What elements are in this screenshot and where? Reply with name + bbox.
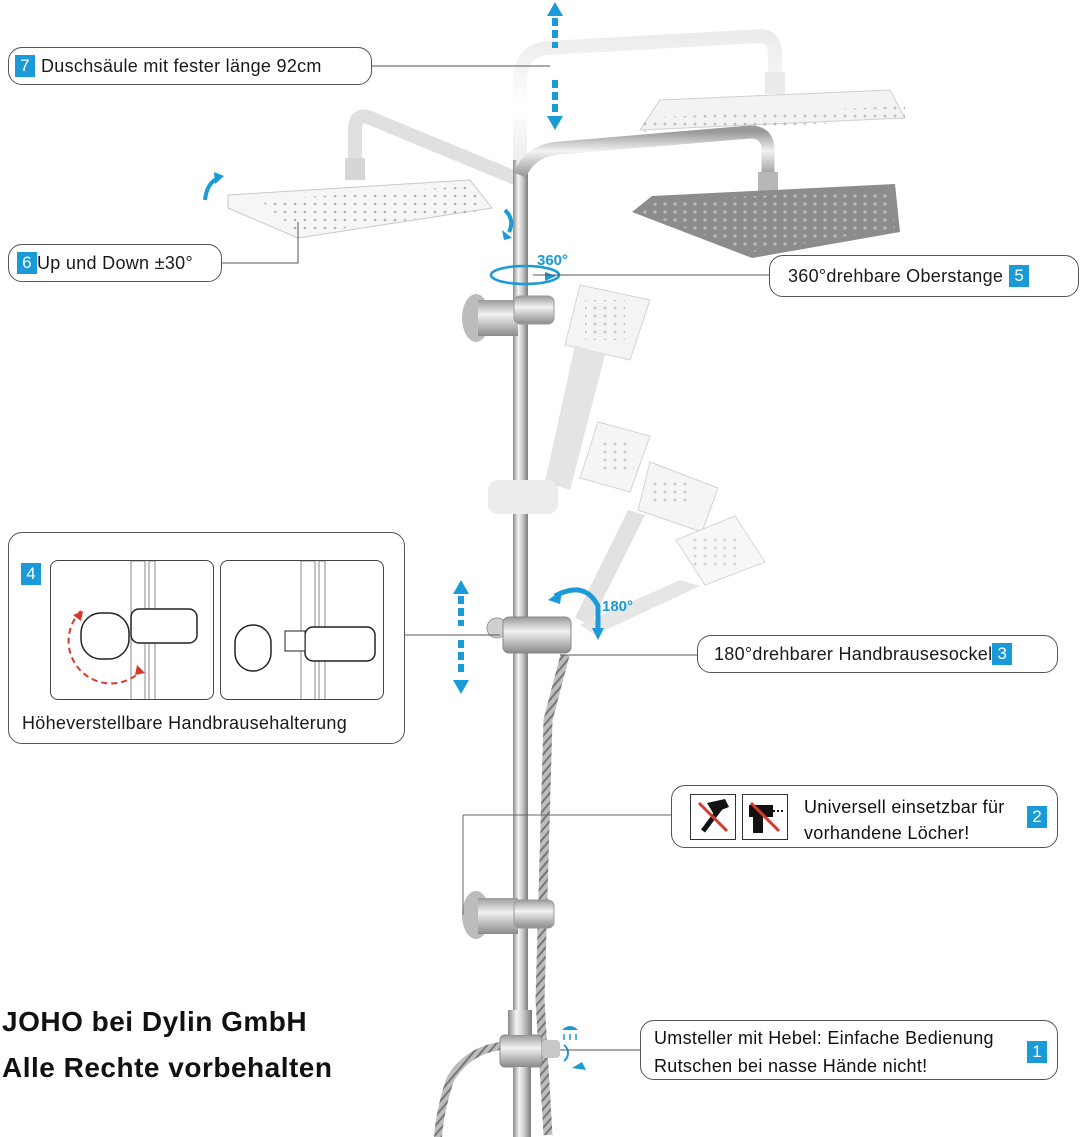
callout-tilt-range: 6 Up und Down ±30° xyxy=(8,244,222,282)
hand-rotation-degree-label: 180° xyxy=(602,598,634,615)
diverter-valve xyxy=(499,1010,560,1137)
holder-exploded-drawing xyxy=(234,561,376,699)
badge-1: 1 xyxy=(1027,1041,1047,1063)
shower-arm xyxy=(513,125,775,180)
badge-6: 6 xyxy=(17,252,37,274)
badge-7: 7 xyxy=(15,55,35,77)
callout-2-line-1: Universell einsetzbar für xyxy=(804,797,1005,817)
callout-1-line-2: Rutschen bei nasse Hände nicht! xyxy=(654,1056,928,1076)
badge-3: 3 xyxy=(992,643,1013,665)
callout-height-adjustable-holder: 4 Höheverstellbare Handbrausehalterung xyxy=(8,532,405,744)
shower-spray-icon xyxy=(562,1026,586,1070)
rain-head-right xyxy=(632,184,900,258)
hammer-icon xyxy=(690,794,736,840)
rotation-degree-label: 360° xyxy=(537,252,569,269)
callout-column-length: 7 Duschsäule mit fester länge 92cm xyxy=(8,47,372,85)
callout-5-text: 360°drehbare Oberstange xyxy=(788,265,1004,286)
callout-rotating-hand-base: 180°drehbarer Handbrausesockel 3 xyxy=(697,635,1058,673)
callout-6-text: Up und Down ±30° xyxy=(37,252,193,273)
badge-2: 2 xyxy=(1027,806,1047,828)
callout-7-text: Duschsäule mit fester länge 92cm xyxy=(41,55,322,76)
callout-2-text: Universell einsetzbar für vorhandene Löc… xyxy=(804,794,1005,846)
wall-bracket-top xyxy=(462,294,555,342)
drill-icon xyxy=(742,794,788,840)
badge-5: 5 xyxy=(1009,265,1030,287)
rotation-arrow-icon xyxy=(503,208,514,233)
hand-shower-holder xyxy=(486,616,572,654)
copyright-line-1: JOHO bei Dylin GmbH xyxy=(2,1006,308,1037)
badge-4: 4 xyxy=(21,563,41,585)
holder-detail-assembled xyxy=(50,560,214,700)
rain-head-top-ghost xyxy=(639,89,906,132)
rain-head-left xyxy=(227,179,493,239)
ghost-arm-left xyxy=(348,109,523,187)
height-arrow-icon xyxy=(547,2,563,130)
callout-1-line-1: Umsteller mit Hebel: Einfache Bedienung xyxy=(654,1028,994,1048)
wall-bracket-bottom xyxy=(462,814,671,939)
height-arrow-icon xyxy=(453,580,469,694)
callout-3-text: 180°drehbarer Handbrausesockel xyxy=(714,643,993,664)
callout-1-text: Umsteller mit Hebel: Einfache Bedienung … xyxy=(654,1024,994,1080)
holder-assembled-drawing xyxy=(67,561,198,699)
copyright-line-2: Alle Rechte vorbehalten xyxy=(2,1052,333,1083)
callout-universal-mounting: Universell einsetzbar für vorhandene Löc… xyxy=(671,785,1058,848)
holder-detail-exploded xyxy=(220,560,384,700)
callout-4-text: Höheverstellbare Handbrausehalterung xyxy=(22,713,347,733)
callout-rotating-top-bar: 360°drehbare Oberstange 5 xyxy=(769,255,1079,297)
callout-2-line-2: vorhandene Löcher! xyxy=(804,823,970,843)
hand-shower-ghosts xyxy=(545,284,766,635)
callout-diverter-lever: Umsteller mit Hebel: Einfache Bedienung … xyxy=(640,1020,1058,1080)
ghost-arm-top xyxy=(513,28,785,180)
shower-hose xyxy=(535,653,570,1136)
